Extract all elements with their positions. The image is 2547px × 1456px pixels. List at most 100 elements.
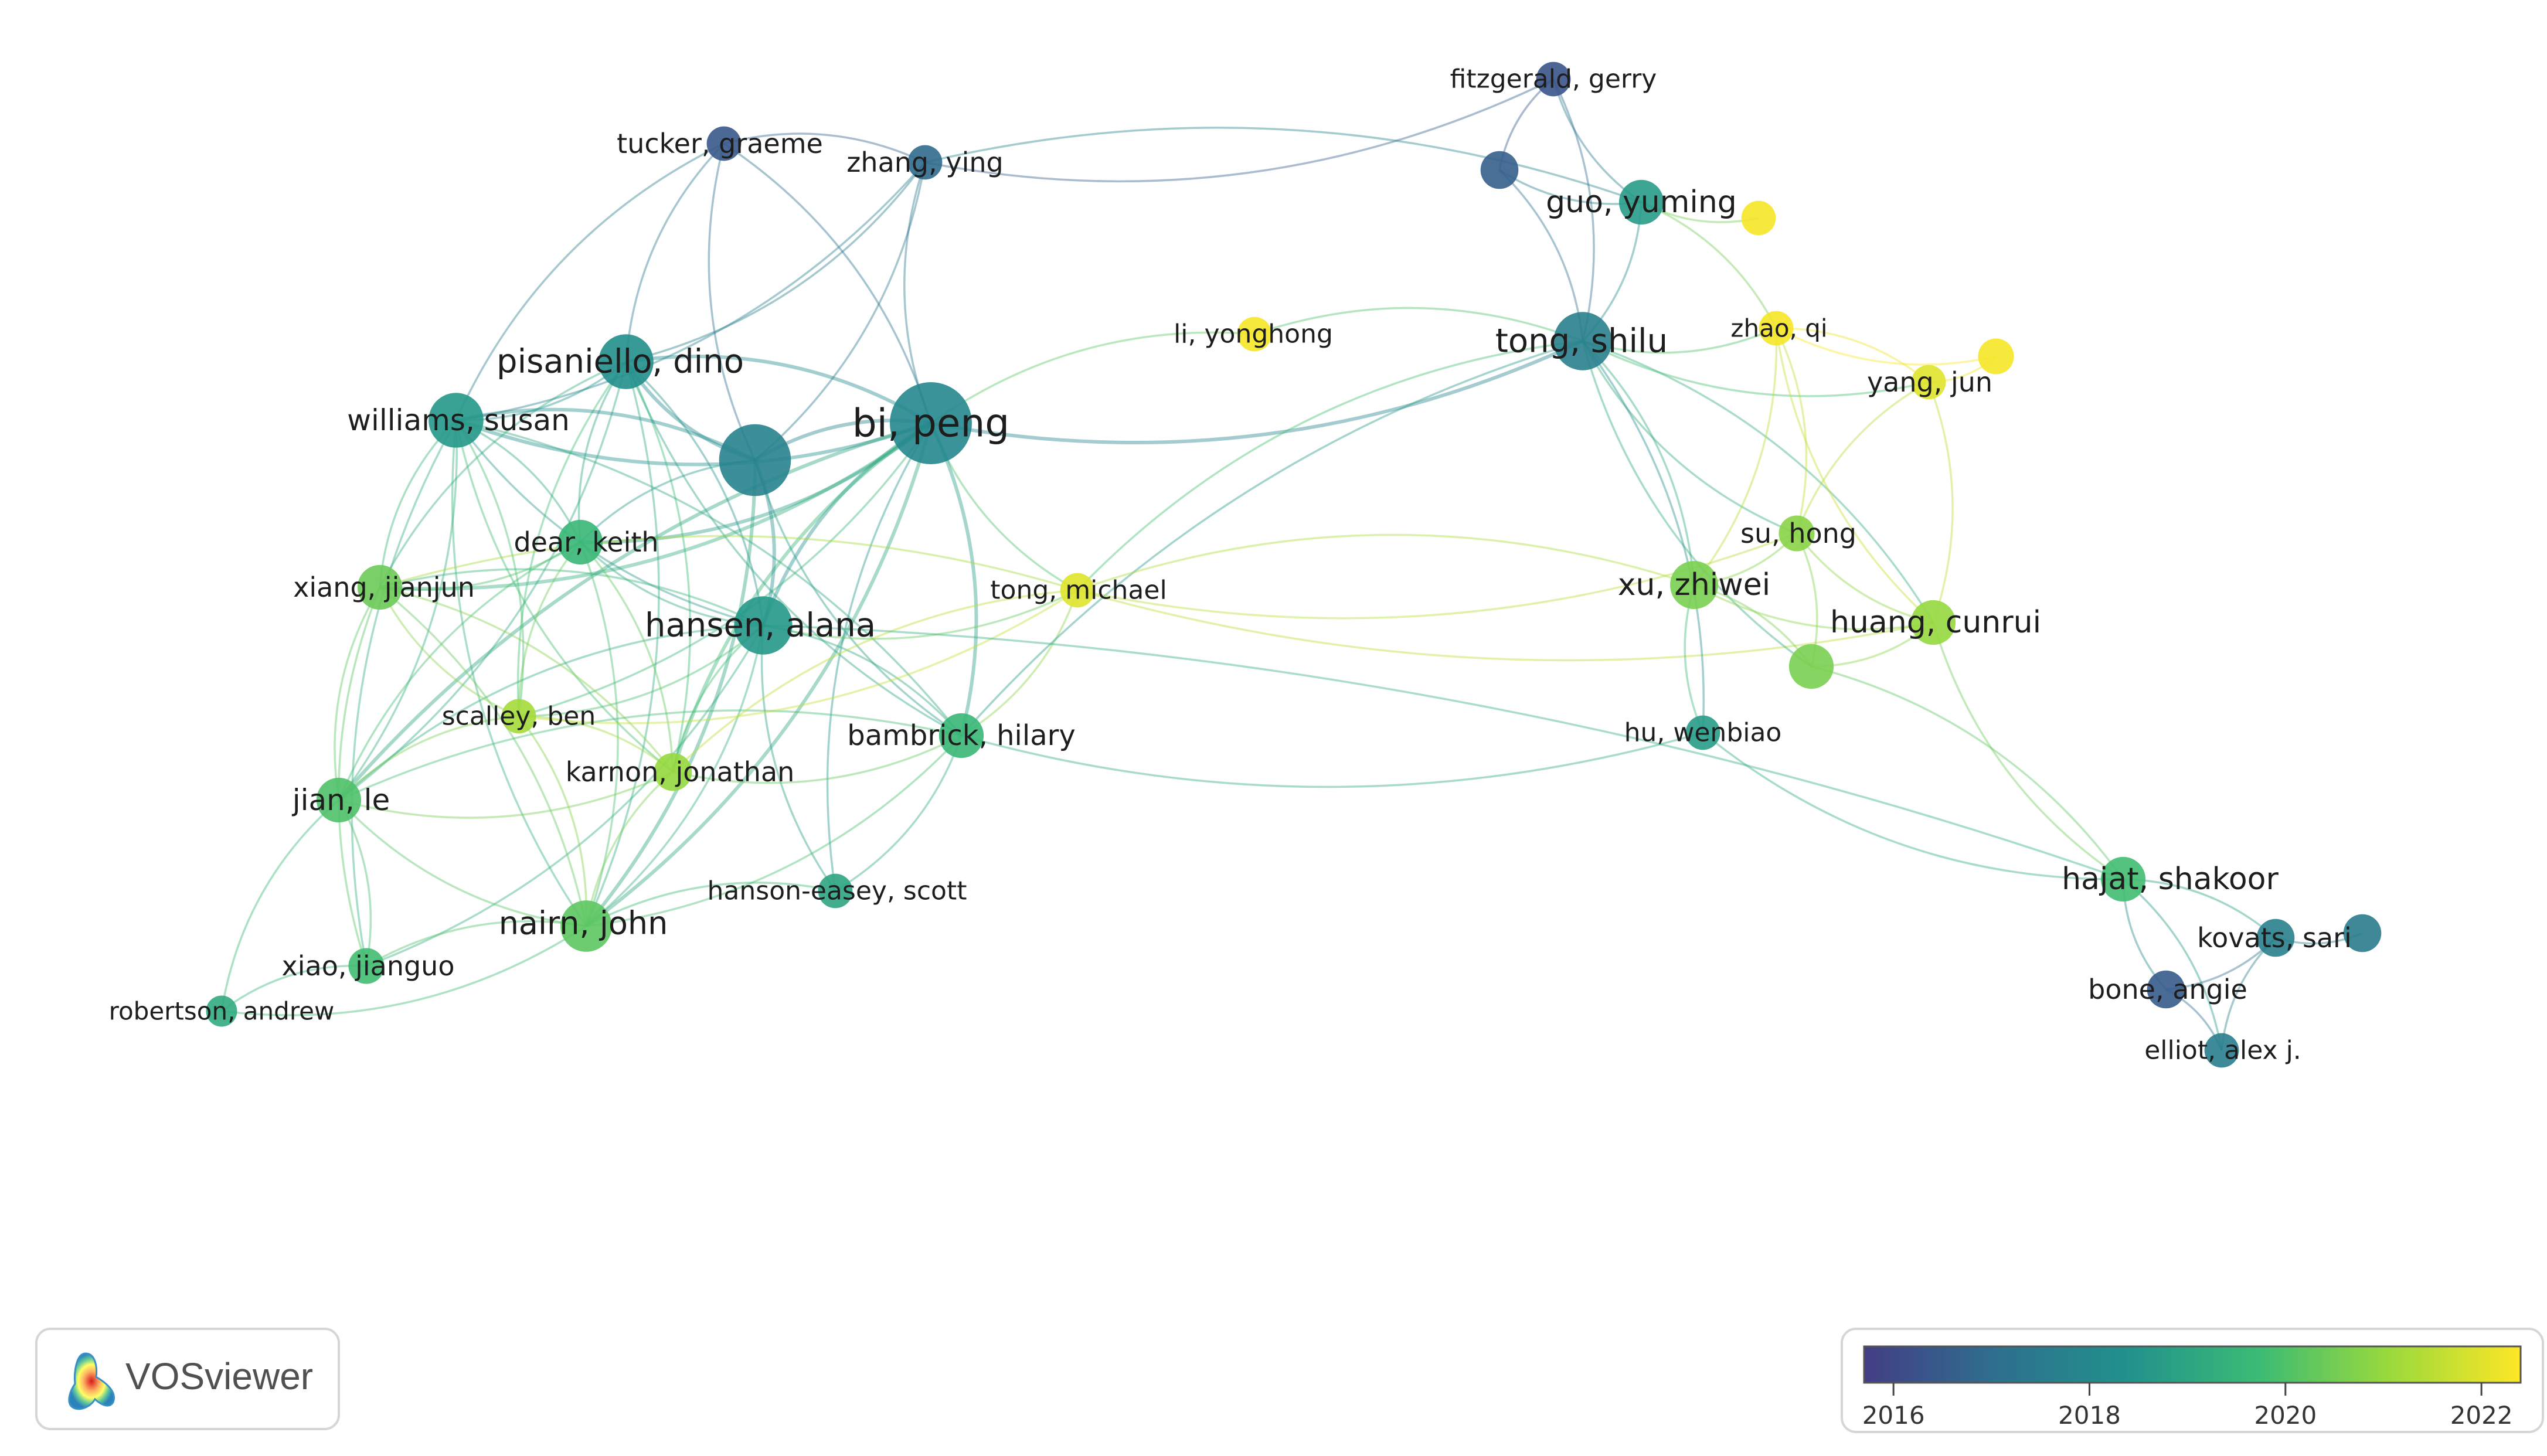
author-node-su-hong[interactable]: [1779, 515, 1815, 552]
coauthor-link: [625, 361, 962, 737]
coauthor-link: [451, 420, 587, 927]
coauthor-link: [1582, 340, 1934, 623]
author-node-fitzgerald-gerry[interactable]: [1536, 62, 1571, 97]
author-label[interactable]: karnon, jonathan: [566, 756, 795, 788]
author-node-xiang-jianjun[interactable]: [357, 564, 403, 610]
author-label[interactable]: jian, le: [292, 783, 390, 817]
author-label[interactable]: guo, yuming: [1546, 185, 1737, 220]
author-label[interactable]: su, hong: [1740, 518, 1856, 549]
author-label[interactable]: dear, keith: [514, 526, 658, 558]
author-node-unlabeled-3[interactable]: [1741, 200, 1776, 236]
author-node-dear-keith[interactable]: [557, 519, 603, 565]
coauthor-link: [586, 882, 836, 927]
author-node-bi-peng[interactable]: [890, 382, 972, 464]
author-node-bone-angie[interactable]: [2147, 970, 2185, 1009]
author-node-li-yonghong[interactable]: [1237, 317, 1272, 352]
coauthor-link: [1582, 341, 1797, 535]
author-label[interactable]: hanson-easey, scott: [708, 876, 967, 906]
author-node-xiao-jianguo[interactable]: [348, 948, 385, 984]
author-label[interactable]: williams, susan: [347, 403, 570, 437]
author-label[interactable]: tong, michael: [990, 576, 1167, 605]
author-node-unlabeled-6[interactable]: [2343, 914, 2382, 952]
author-label[interactable]: zhang, ying: [846, 147, 1003, 178]
author-node-hu-wenbiao[interactable]: [1685, 715, 1720, 750]
coauthor-link: [584, 460, 757, 927]
author-node-robertson-andrew[interactable]: [206, 995, 237, 1027]
author-node-hansen-alana[interactable]: [734, 596, 793, 655]
author-label[interactable]: bi, peng: [852, 401, 1009, 446]
author-node-guo-yuming[interactable]: [1618, 179, 1664, 225]
author-node-scalley-ben[interactable]: [501, 699, 536, 734]
vosviewer-logo-icon: [68, 1352, 115, 1410]
author-label[interactable]: hu, wenbiao: [1624, 718, 1782, 748]
author-node-tong-michael[interactable]: [1060, 573, 1095, 608]
coauthor-link: [338, 799, 587, 927]
author-label[interactable]: bambrick, hilary: [847, 719, 1076, 752]
coauthor-link: [1582, 340, 1929, 397]
author-node-karnon-jonathan[interactable]: [654, 753, 692, 791]
author-node-unlabeled-5[interactable]: [1788, 644, 1834, 689]
coauthor-link: [672, 734, 962, 784]
author-label[interactable]: hansen, alana: [645, 607, 876, 645]
author-node-unlabeled-2[interactable]: [1480, 151, 1519, 189]
vosviewer-logo-box[interactable]: VOSviewer: [35, 1328, 340, 1430]
author-label[interactable]: xu, zhiwei: [1618, 567, 1770, 603]
author-label[interactable]: xiao, jianguo: [282, 950, 455, 982]
author-node-yang-jun[interactable]: [1911, 365, 1946, 400]
coauthor-link: [625, 355, 932, 425]
author-label[interactable]: tucker, graeme: [617, 128, 823, 159]
coauthor-link: [586, 734, 963, 927]
author-label[interactable]: zhao, qi: [1730, 314, 1827, 343]
coauthor-link: [379, 360, 627, 588]
coauthor-link: [334, 587, 381, 801]
author-label[interactable]: hajat, shakoor: [2062, 862, 2279, 897]
coauthor-link: [930, 331, 1255, 424]
author-node-zhang-ying[interactable]: [907, 145, 943, 180]
author-label[interactable]: xiang, jianjun: [293, 571, 475, 603]
author-label[interactable]: li, yonghong: [1174, 319, 1333, 349]
author-node-unlabeled-4[interactable]: [1978, 338, 2014, 375]
coauthor-link: [625, 360, 764, 626]
author-node-bambrick-hilary[interactable]: [938, 713, 984, 758]
author-node-elliot-alex[interactable]: [2204, 1033, 2239, 1068]
author-node-kovats-sari[interactable]: [2256, 918, 2295, 957]
author-node-nairn-john[interactable]: [560, 900, 612, 952]
author-label[interactable]: bone, angie: [2088, 974, 2247, 1005]
coauthor-link: [723, 132, 926, 164]
author-label[interactable]: yang, jun: [1867, 366, 1992, 398]
coauthor-link: [455, 161, 926, 421]
author-node-williams-susan[interactable]: [429, 393, 484, 448]
author-node-pisaniello-dino[interactable]: [599, 334, 654, 389]
coauthor-link: [379, 419, 457, 588]
coauthor-link: [379, 421, 932, 591]
author-node-hajat-shakoor[interactable]: [2100, 856, 2146, 902]
coauthor-link: [763, 624, 2124, 880]
coauthor-link: [1693, 328, 1778, 586]
author-node-unlabeled-1[interactable]: [719, 424, 791, 496]
author-label[interactable]: tong, shilu: [1495, 322, 1668, 360]
author-node-tucker-graeme[interactable]: [706, 126, 742, 161]
author-label[interactable]: huang, cunrui: [1830, 605, 2041, 640]
author-label[interactable]: robertson, andrew: [109, 997, 335, 1026]
author-label[interactable]: pisaniello, dino: [497, 343, 744, 381]
author-node-xu-zhiwei[interactable]: [1670, 561, 1718, 609]
author-node-jian-le[interactable]: [316, 777, 362, 823]
coauthor-link: [585, 625, 764, 927]
coauthor-link: [580, 421, 932, 545]
author-label[interactable]: scalley, ben: [442, 702, 596, 732]
author-label[interactable]: fitzgerald, gerry: [1450, 64, 1657, 94]
coauthor-link: [455, 419, 764, 627]
coauthor-link: [338, 420, 458, 801]
author-node-tong-shilu[interactable]: [1553, 312, 1612, 370]
author-node-zhao-qi[interactable]: [1759, 311, 1794, 346]
author-label[interactable]: nairn, john: [499, 905, 668, 942]
author-node-hanson-easey-scott[interactable]: [818, 873, 853, 909]
author-label[interactable]: elliot, alex j.: [2144, 1036, 2301, 1066]
coauthor-link: [366, 920, 587, 967]
author-node-huang-cunrui[interactable]: [1910, 600, 1956, 645]
coauthor-link: [835, 735, 963, 892]
coauthor-link: [924, 127, 1642, 203]
author-label[interactable]: kovats, sari: [2197, 922, 2352, 954]
